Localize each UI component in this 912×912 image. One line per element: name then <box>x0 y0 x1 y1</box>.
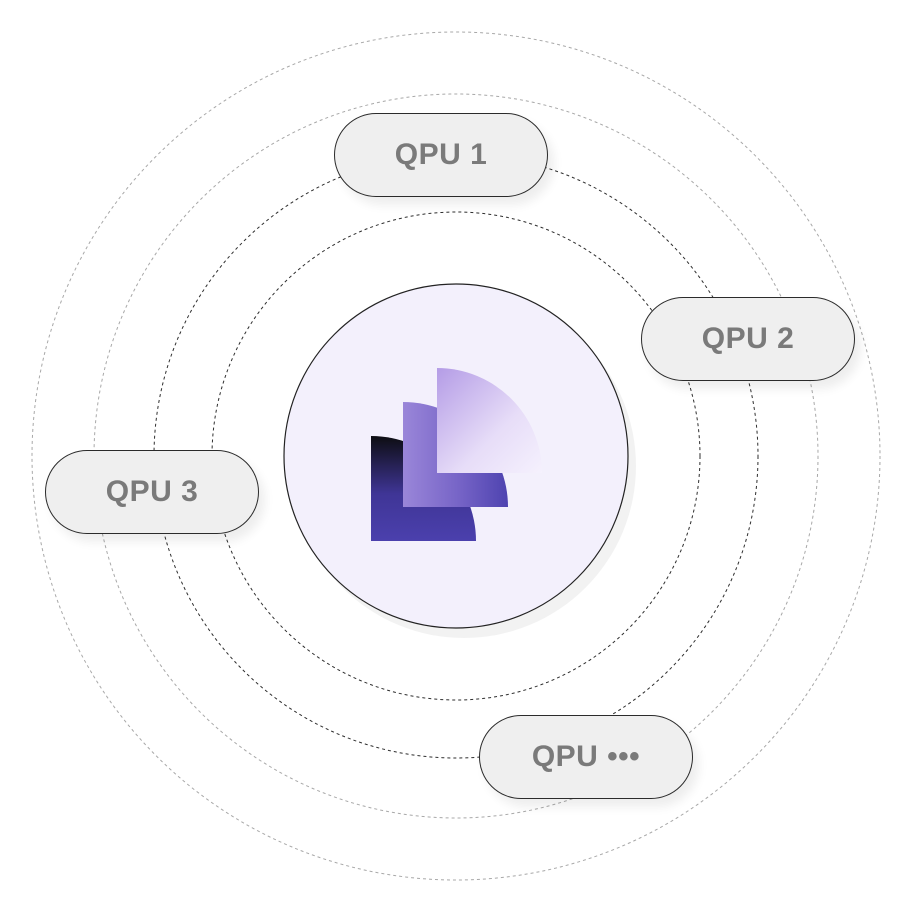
qpu-3-node: QPU 3 <box>45 450 259 534</box>
qpu-more-node: QPU ••• <box>479 715 693 799</box>
orbit-ring-inner <box>211 211 701 701</box>
qpu-2-node: QPU 2 <box>641 297 855 381</box>
layered-quarter-circles-logo-icon <box>371 368 542 541</box>
qpu-1-label: QPU 1 <box>394 138 488 171</box>
orbit-ring-outer <box>31 31 881 881</box>
logo-front-layer <box>437 368 542 473</box>
qpu-more-label: QPU ••• <box>531 740 641 773</box>
qpu-3-label: QPU 3 <box>105 475 199 508</box>
qpu-2-label: QPU 2 <box>701 322 795 355</box>
qpu-1-node: QPU 1 <box>334 113 548 197</box>
